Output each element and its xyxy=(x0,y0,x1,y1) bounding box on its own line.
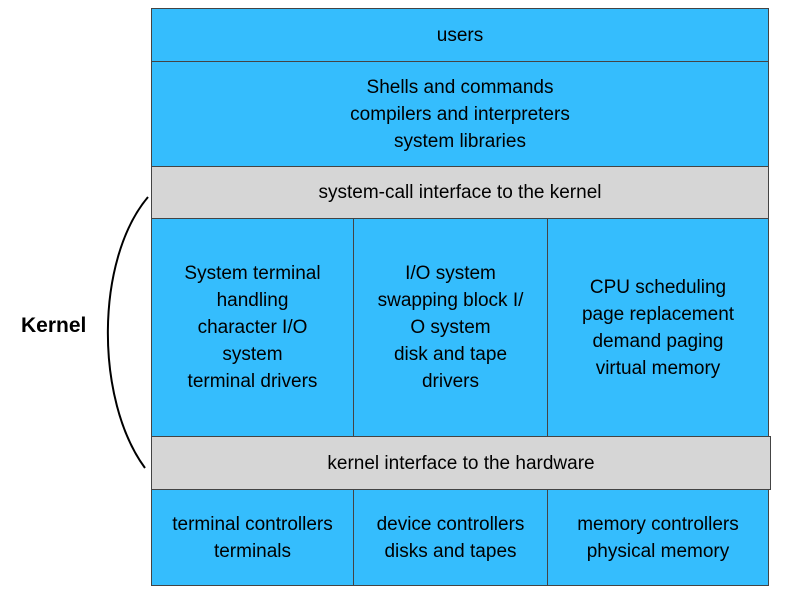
hw-col3-line: physical memory xyxy=(586,540,730,562)
hw-col1-line: terminal controllers xyxy=(172,513,333,535)
kernel-col3-line: page replacement xyxy=(581,303,735,325)
hw-col2-line: device controllers xyxy=(376,513,525,535)
terminal-controllers-box: terminal controllers terminals xyxy=(151,489,354,586)
kernel-col1-line: character I/O xyxy=(197,317,308,338)
memory-controllers-box: memory controllers physical memory xyxy=(547,489,769,586)
kernel-col3-line: demand paging xyxy=(592,330,724,352)
hw-col2-line: disks and tapes xyxy=(384,540,517,562)
kernel-col2-line: swapping block I/ xyxy=(377,290,524,311)
kernel-col3-line: virtual memory xyxy=(595,357,721,379)
shells-line: Shells and commands xyxy=(366,76,554,98)
kernel-terminal-handling-box: System terminal handling character I/O s… xyxy=(151,218,354,437)
kernel-col2-line: drivers xyxy=(421,371,479,392)
hardware-interface-text: kernel interface to the hardware xyxy=(327,452,595,474)
kernel-col2-line: O system xyxy=(410,317,491,338)
kernel-cpu-memory-box: CPU scheduling page replacement demand p… xyxy=(547,218,769,437)
hw-col3-line: memory controllers xyxy=(577,513,739,535)
users-layer: users xyxy=(151,8,769,62)
hardware-interface-layer: kernel interface to the hardware xyxy=(151,436,771,490)
kernel-col2-line: disk and tape xyxy=(393,344,508,365)
kernel-col2-line: I/O system xyxy=(405,263,496,284)
compilers-line: compilers and interpreters xyxy=(350,103,570,125)
syscall-interface-layer: system-call interface to the kernel xyxy=(151,166,769,219)
kernel-col1-line: terminal drivers xyxy=(187,371,318,392)
device-controllers-box: device controllers disks and tapes xyxy=(353,489,548,586)
kernel-io-system-box: I/O system swapping block I/ O system di… xyxy=(353,218,548,437)
kernel-col1-line: system xyxy=(222,344,283,365)
kernel-col3-line: CPU scheduling xyxy=(589,276,727,298)
shells-layer: Shells and commands compilers and interp… xyxy=(151,61,769,167)
kernel-col1-line: System terminal xyxy=(184,263,321,284)
syscall-interface-text: system-call interface to the kernel xyxy=(318,182,602,203)
libraries-line: system libraries xyxy=(394,130,526,152)
kernel-col1-line: handling xyxy=(216,290,289,311)
hw-col1-line: terminals xyxy=(213,540,292,562)
users-text: users xyxy=(436,24,484,46)
kernel-label: Kernel xyxy=(21,314,87,337)
